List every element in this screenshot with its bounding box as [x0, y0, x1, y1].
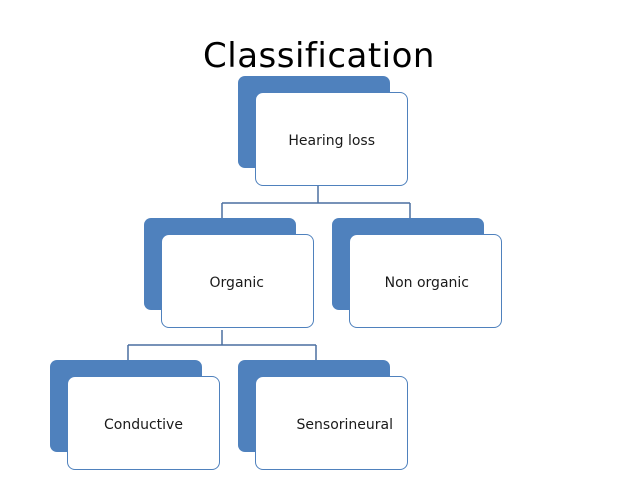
node-hearing-loss-box: Hearing loss — [255, 92, 408, 186]
node-conductive: Conductive — [50, 360, 222, 472]
node-non-organic-box: Non organic — [349, 234, 502, 328]
node-non-organic: Non organic — [332, 218, 504, 330]
node-sensorineural-label: Sensorineural — [296, 417, 393, 433]
slide-title: Classification — [203, 36, 435, 76]
node-organic-box: Organic — [161, 234, 314, 328]
node-organic: Organic — [144, 218, 316, 330]
node-sensorineural-box: Sensorineural — [255, 376, 408, 470]
node-sensorineural: Sensorineural — [238, 360, 410, 472]
node-conductive-box: Conductive — [67, 376, 220, 470]
node-hearing-loss: Hearing loss — [238, 76, 410, 188]
node-organic-label: Organic — [209, 275, 264, 291]
node-hearing-loss-label: Hearing loss — [288, 133, 375, 149]
node-conductive-label: Conductive — [104, 417, 183, 433]
node-non-organic-label: Non organic — [384, 275, 469, 291]
